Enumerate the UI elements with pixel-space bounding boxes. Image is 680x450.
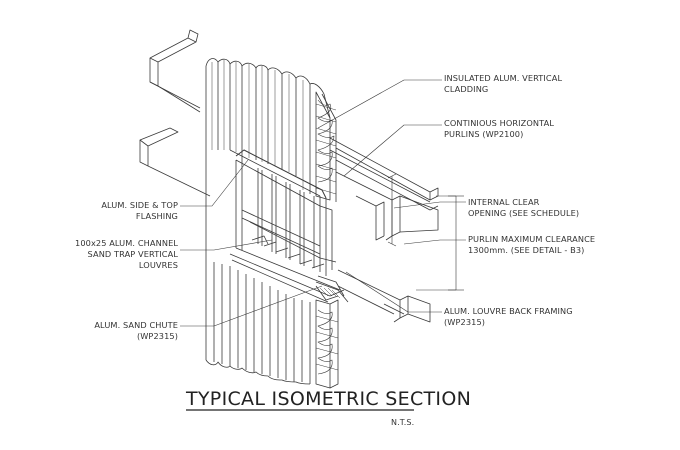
lower-cladding [205,260,339,389]
lower-purlin [337,269,431,323]
label-channel: 100x25 ALUM. CHANNEL SAND TRAP VERTICAL … [75,238,178,270]
label-flashing: ALUM. SIDE & TOP FLASHING [101,200,178,221]
upper-cladding [205,58,337,202]
label-purlins: CONTINIOUS HORIZONTAL PURLINS (WP2100) [444,118,554,139]
drawing-title: TYPICAL ISOMETRIC SECTION [186,388,472,410]
label-back-framing: ALUM. LOUVRE BACK FRAMING (WP2315) [444,306,573,327]
upper-purlin [149,29,439,211]
leader-lines [180,79,466,327]
label-sand-chute: ALUM. SAND CHUTE (WP2315) [94,320,178,341]
label-purlin-clearance: PURLIN MAXIMUM CLEARANCE 1300mm. (SEE DE… [468,234,596,255]
dimension-lines [387,173,464,291]
sand-chute [315,281,349,303]
louvre-opening [205,149,345,303]
label-clear-opening: INTERNAL CLEAR OPENING (SEE SCHEDULE) [468,197,580,218]
label-cladding: INSULATED ALUM. VERTICAL CLADDING [444,73,563,94]
scale-note: N.T.S. [391,418,415,427]
